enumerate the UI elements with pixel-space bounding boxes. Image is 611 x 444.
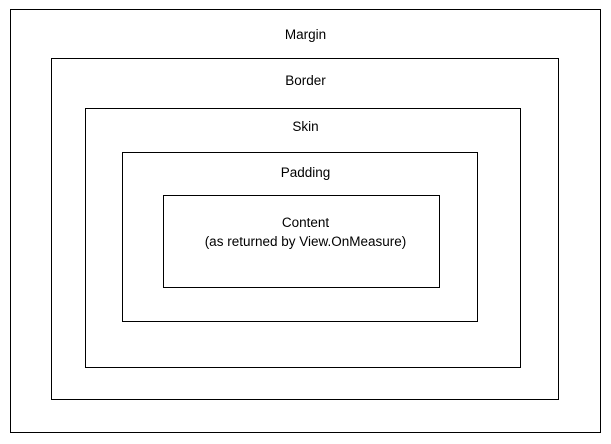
padding-box — [122, 152, 478, 322]
content-box — [163, 195, 440, 288]
content-note-label: (as returned by View.OnMeasure) — [204, 234, 407, 249]
margin-box — [10, 9, 601, 433]
skin-label: Skin — [292, 119, 319, 134]
margin-label: Margin — [284, 27, 327, 42]
padding-label: Padding — [280, 165, 331, 180]
content-label: Content — [281, 215, 330, 230]
skin-box — [85, 108, 521, 368]
border-box — [51, 58, 559, 400]
border-label: Border — [285, 73, 326, 88]
